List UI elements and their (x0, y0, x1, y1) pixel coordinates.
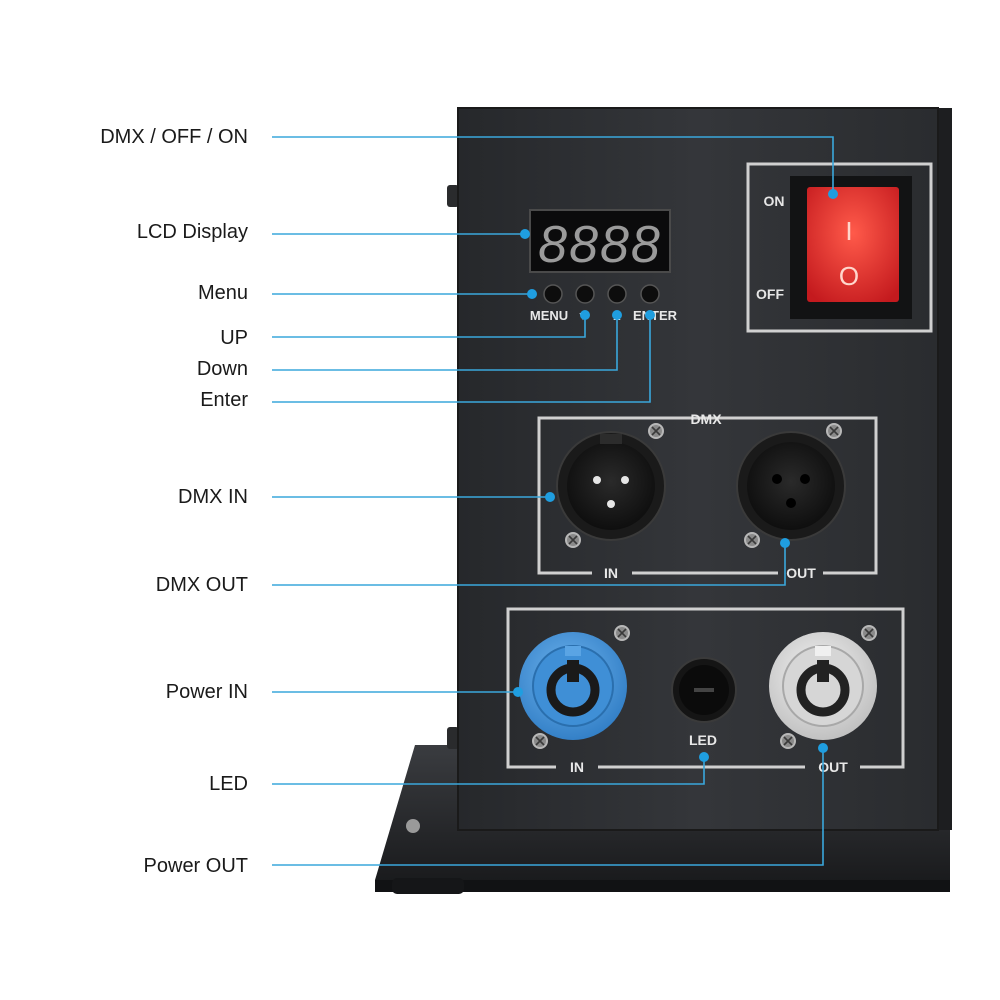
menu-button-label: MENU (530, 308, 568, 323)
rocker-switch[interactable] (807, 187, 899, 302)
dot-power-in (513, 687, 523, 697)
dmx-panel: DMX IN OUT (537, 411, 878, 581)
menu-button[interactable] (543, 284, 563, 304)
led-indicator (671, 657, 737, 723)
label-dmx-off-on: DMX / OFF / ON (100, 126, 248, 148)
dmx-title: DMX (690, 411, 722, 427)
lcd-digits: 8888 (538, 216, 662, 274)
label-menu: Menu (197, 282, 248, 304)
enter-button[interactable] (640, 284, 660, 304)
label-up: UP (220, 327, 248, 349)
callout-dots (513, 189, 838, 762)
switch-mark-on: I (845, 216, 852, 246)
led-label: LED (689, 732, 717, 748)
label-dmx-out: DMX OUT (155, 574, 248, 596)
power-switch-panel: I O ON OFF (746, 162, 933, 333)
dmx-out-connector[interactable] (736, 431, 846, 541)
dot-dmx-in (545, 492, 555, 502)
power-in-connector[interactable] (519, 632, 627, 740)
leader-dmx-off-on (272, 136, 834, 194)
leader-power-out (272, 748, 824, 866)
switch-mark-off: O (839, 261, 859, 291)
callout-lines (272, 136, 834, 866)
leader-down (272, 315, 618, 371)
dot-dmx-off-on (828, 189, 838, 199)
dot-lcd-display (520, 229, 530, 239)
label-led: LED (209, 773, 248, 795)
dot-down (612, 310, 622, 320)
dmx-out-label: OUT (786, 565, 816, 581)
dot-enter (645, 310, 655, 320)
dot-led (699, 752, 709, 762)
label-power-in: Power IN (165, 681, 248, 703)
power-in-label: IN (570, 759, 584, 775)
up-button[interactable] (607, 284, 627, 304)
label-down: Down (196, 358, 248, 380)
label-power-out: Power OUT (143, 855, 248, 877)
power-out-connector[interactable] (769, 632, 877, 740)
leader-up (272, 315, 586, 338)
dmx-in-connector[interactable] (556, 431, 666, 541)
leader-enter (272, 315, 651, 403)
switch-label-off: OFF (756, 286, 784, 302)
switch-label-on: ON (764, 193, 785, 209)
dot-power-out (818, 743, 828, 753)
dot-menu (527, 289, 537, 299)
dot-up (580, 310, 590, 320)
label-dmx-in: DMX IN (178, 486, 248, 508)
power-panel: IN LED OUT (506, 607, 905, 775)
dmx-in-label: IN (604, 565, 618, 581)
leader-led (272, 757, 705, 785)
label-lcd-display: LCD Display (136, 221, 248, 243)
power-out-label: OUT (818, 759, 848, 775)
down-button[interactable] (575, 284, 595, 304)
enter-button-label: ENTER (633, 308, 678, 323)
lcd-display: 8888 (529, 209, 671, 274)
leader-dmx-out (272, 543, 786, 586)
dot-dmx-out (780, 538, 790, 548)
label-enter: Enter (200, 389, 248, 411)
